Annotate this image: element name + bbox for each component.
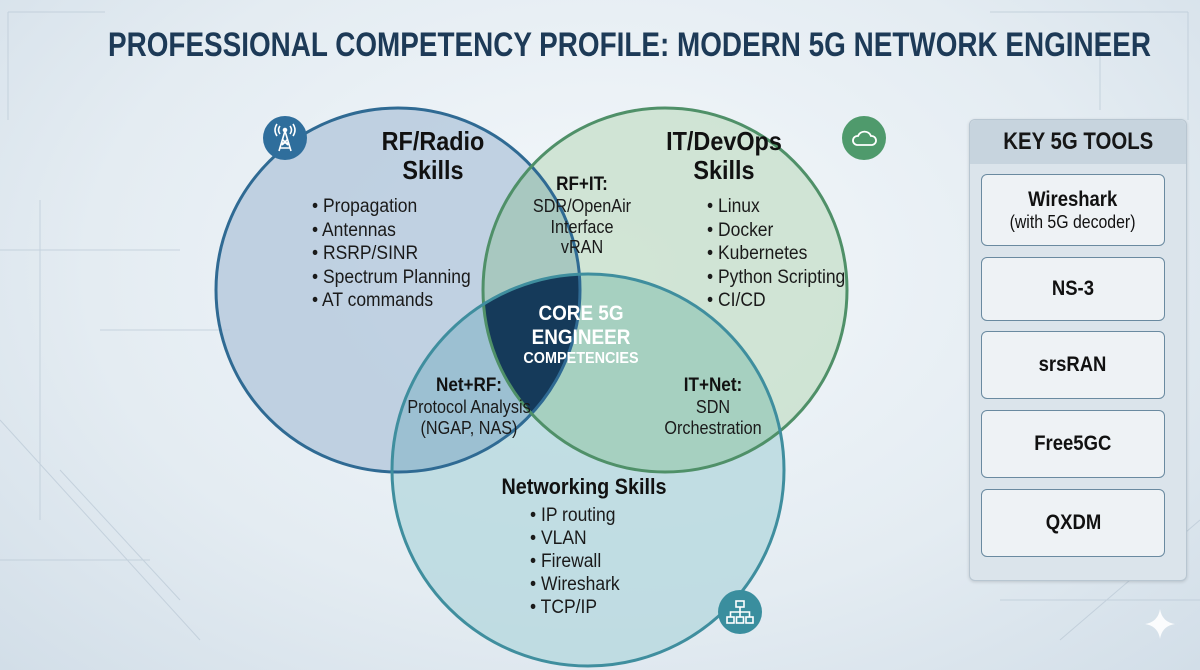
list-item: Wireshark — [530, 573, 620, 596]
network-hierarchy-icon — [718, 590, 762, 634]
key-tools-heading-text: KEY 5G TOOLS — [1002, 128, 1154, 155]
rf-title-line2: Skills — [402, 155, 464, 186]
it-skill-list: Linux Docker Kubernetes Python Scripting… — [707, 195, 845, 313]
rf-it-overlap-text: RF+IT: SDR/OpenAir Interface vRAN — [533, 174, 631, 258]
list-item: VLAN — [530, 527, 620, 550]
list-item: IP routing — [530, 504, 620, 527]
list-item: RSRP/SINR — [312, 242, 471, 266]
radio-tower-icon — [263, 116, 307, 160]
net-rf-overlap — [392, 274, 580, 472]
list-item: AT commands — [312, 289, 471, 313]
tool-card-qxdm: QXDM — [981, 489, 1165, 557]
key-tools-panel: KEY 5G TOOLS Wireshark (with 5G decoder)… — [969, 119, 1187, 581]
net-rf-line: Protocol Analysis — [407, 396, 531, 417]
list-item: Linux — [707, 195, 845, 219]
tool-name: srsRAN — [1039, 353, 1107, 376]
core-competencies-label: CORE 5G ENGINEER COMPETENCIES — [523, 302, 638, 369]
rf-it-line: vRAN — [560, 237, 604, 258]
list-item: Firewall — [530, 550, 620, 573]
it-title-line2: Skills — [693, 155, 755, 186]
it-title-line1: IT/DevOps — [666, 126, 782, 156]
tool-name: NS-3 — [1051, 277, 1095, 300]
cloud-icon — [842, 116, 886, 160]
list-item: Antennas — [312, 219, 471, 243]
rf-title-line1: RF/Radio — [381, 126, 485, 156]
tool-detail: (with 5G decoder) — [1010, 211, 1136, 232]
list-item: Propagation — [312, 195, 471, 219]
it-net-line: Orchestration — [664, 417, 762, 438]
list-item: Kubernetes — [707, 242, 845, 266]
net-rf-label: Net+RF: — [435, 375, 503, 396]
networking-skill-list: IP routing VLAN Firewall Wireshark TCP/I… — [530, 504, 620, 619]
list-item: TCP/IP — [530, 596, 620, 619]
sparkle-icon — [1145, 609, 1175, 639]
tool-card-wireshark: Wireshark (with 5G decoder) — [981, 174, 1165, 246]
networking-title: Networking Skills — [501, 474, 667, 499]
tool-card-free5gc: Free5GC — [981, 410, 1165, 478]
list-item: Docker — [707, 219, 845, 243]
rf-skill-list: Propagation Antennas RSRP/SINR Spectrum … — [312, 195, 471, 313]
tool-card-ns3: NS-3 — [981, 257, 1165, 321]
core-line1: CORE 5G — [538, 302, 624, 325]
tool-name: Wireshark — [1028, 187, 1118, 211]
tool-name: QXDM — [1045, 511, 1101, 534]
page-title: PROFESSIONAL COMPETENCY PROFILE: MODERN … — [108, 26, 1152, 64]
list-item: Python Scripting — [707, 266, 845, 290]
core-line3: COMPETENCIES — [523, 350, 639, 368]
rf-it-line: SDR/OpenAir — [532, 195, 632, 216]
tool-name: Free5GC — [1034, 432, 1112, 455]
key-tools-heading: KEY 5G TOOLS — [970, 120, 1186, 164]
rf-it-label: RF+IT: — [556, 174, 608, 195]
it-net-overlap-text: IT+Net: SDN Orchestration — [664, 375, 761, 438]
rf-title: RF/Radio Skills — [381, 126, 485, 186]
net-rf-overlap-text: Net+RF: Protocol Analysis (NGAP, NAS) — [407, 375, 530, 438]
list-item: Spectrum Planning — [312, 266, 471, 290]
net-rf-line: (NGAP, NAS) — [420, 417, 518, 438]
it-title: IT/DevOps Skills — [666, 126, 782, 186]
core-line2: ENGINEER — [531, 326, 631, 350]
it-net-label: IT+Net: — [683, 375, 743, 396]
rf-it-line: Interface — [550, 216, 614, 237]
list-item: CI/CD — [707, 289, 845, 313]
tool-card-srsran: srsRAN — [981, 331, 1165, 399]
it-net-line: SDN — [695, 396, 731, 417]
